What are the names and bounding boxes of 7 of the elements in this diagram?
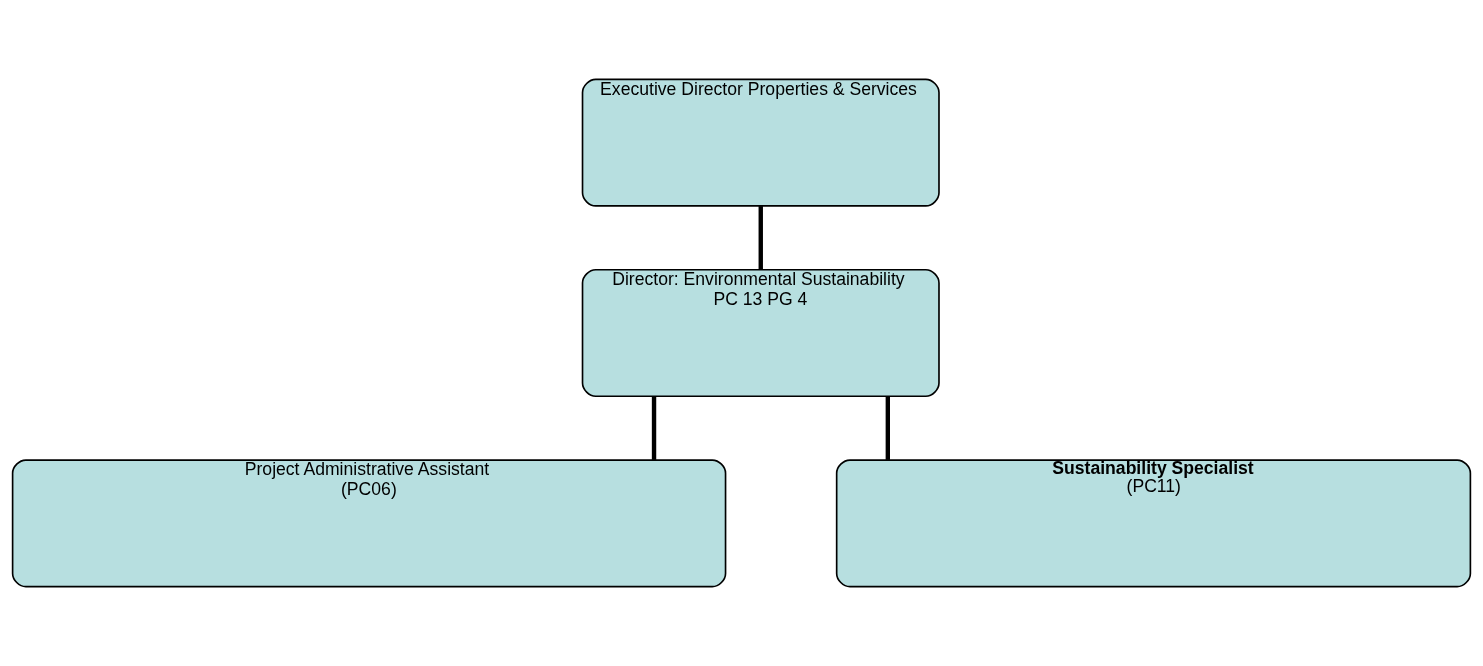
connector [758,206,763,270]
node-box: Sustainability Specialist (PC11) [835,459,1472,588]
node-box: Project Administrative Assistant (PC06) [11,459,727,588]
node-box: Executive Director Properties & Services [581,78,940,207]
connector [651,396,657,460]
node-box: Director: Environmental Sustainability PC 13 PG 4 [581,268,940,398]
connector [885,396,891,460]
